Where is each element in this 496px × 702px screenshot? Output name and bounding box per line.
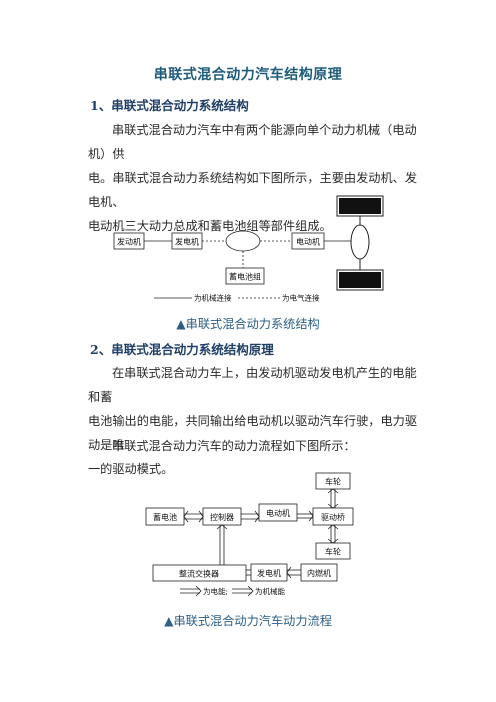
legend-electric-arrow [180, 585, 202, 597]
engine-label: 内燃机 [307, 568, 331, 578]
rectifier-label: 整流交换器 [179, 569, 219, 579]
section-2-paragraph: 在串联式混合动力车上，由发动机驱动发电机产生的电能和蓄 电池输出的电能，共同输出… [88, 361, 420, 481]
rectifier-controller-arrow [216, 524, 228, 565]
rectifier-box [152, 564, 247, 582]
section-1-heading: 1、串联式混合动力系统结构 [90, 98, 249, 113]
section-2-heading: 2、串联式混合动力系统结构原理 [90, 342, 274, 357]
engine-box [300, 563, 338, 582]
controller-motor-arrow [241, 510, 260, 523]
wheel-bottom-label: 车轮 [325, 547, 341, 557]
generator-label: 发电机 [257, 568, 281, 578]
legend-mechanical-label: 为机械连接 [194, 293, 232, 303]
legend-mechanical-label: 为机械能 [255, 586, 285, 596]
motor-label: 电动机 [266, 508, 290, 518]
battery-label: 蓄电池 [153, 512, 177, 522]
generator-box-label: 发电机 [175, 237, 199, 247]
motor-box [258, 503, 298, 522]
legend-mechanical-arrow [232, 585, 254, 597]
wheel-top-label: 车轮 [325, 477, 341, 487]
battery-box [225, 267, 265, 285]
controller-label: 控制器 [210, 512, 234, 522]
axle-wheel-bottom-arrow [327, 524, 339, 544]
figure-2-caption: ▲串联式混合动力汽车动力流程 [164, 614, 332, 628]
drive-axle-label: 驱动桥 [321, 512, 345, 522]
engine-generator-arrow [286, 566, 301, 579]
motor-box-label: 电动机 [296, 237, 320, 247]
para-line: 串联式混合动力汽车中有两个能源向单个动力机械（电动机）供 [88, 123, 417, 161]
legend-electric-label: 为电能; [203, 586, 228, 596]
para-line: 电。串联式混合动力系统结构如下图所示，主要由发动机、发电机、 [88, 171, 418, 209]
para-line: 一的驱动模式。 [88, 462, 174, 476]
axle-wheel-top-arrow [327, 488, 339, 509]
engine-box-label: 发动机 [117, 237, 141, 247]
para-line: 在串联式混合动力车上，由发动机驱动发电机产生的电能和蓄 [88, 366, 417, 404]
motor-axle-arrow [297, 510, 314, 522]
battery-box-label: 蓄电池组 [229, 272, 261, 282]
generator-rectifier-arrow [246, 569, 251, 576]
section-2-paragraph-2: 串联式混合动力汽车的动力流程如下图所示： [112, 439, 356, 453]
para-line: 电动机三大动力总成和蓄电池组等部件组成。 [88, 219, 332, 233]
para-line: 电池输出的电能，共同输出给电动机以驱动汽车行驶，电力驱动是唯 [88, 414, 418, 452]
page-title: 串联式混合动力汽车结构原理 [153, 67, 343, 83]
legend-electrical-label: 为电气连接 [282, 293, 320, 303]
figure-1-caption: ▲串联式混合动力系统结构 [176, 317, 320, 331]
battery-controller-arrow [183, 510, 204, 523]
section-1-paragraph: 串联式混合动力汽车中有两个能源向单个动力机械（电动机）供 电。串联式混合动力系统… [88, 118, 420, 238]
